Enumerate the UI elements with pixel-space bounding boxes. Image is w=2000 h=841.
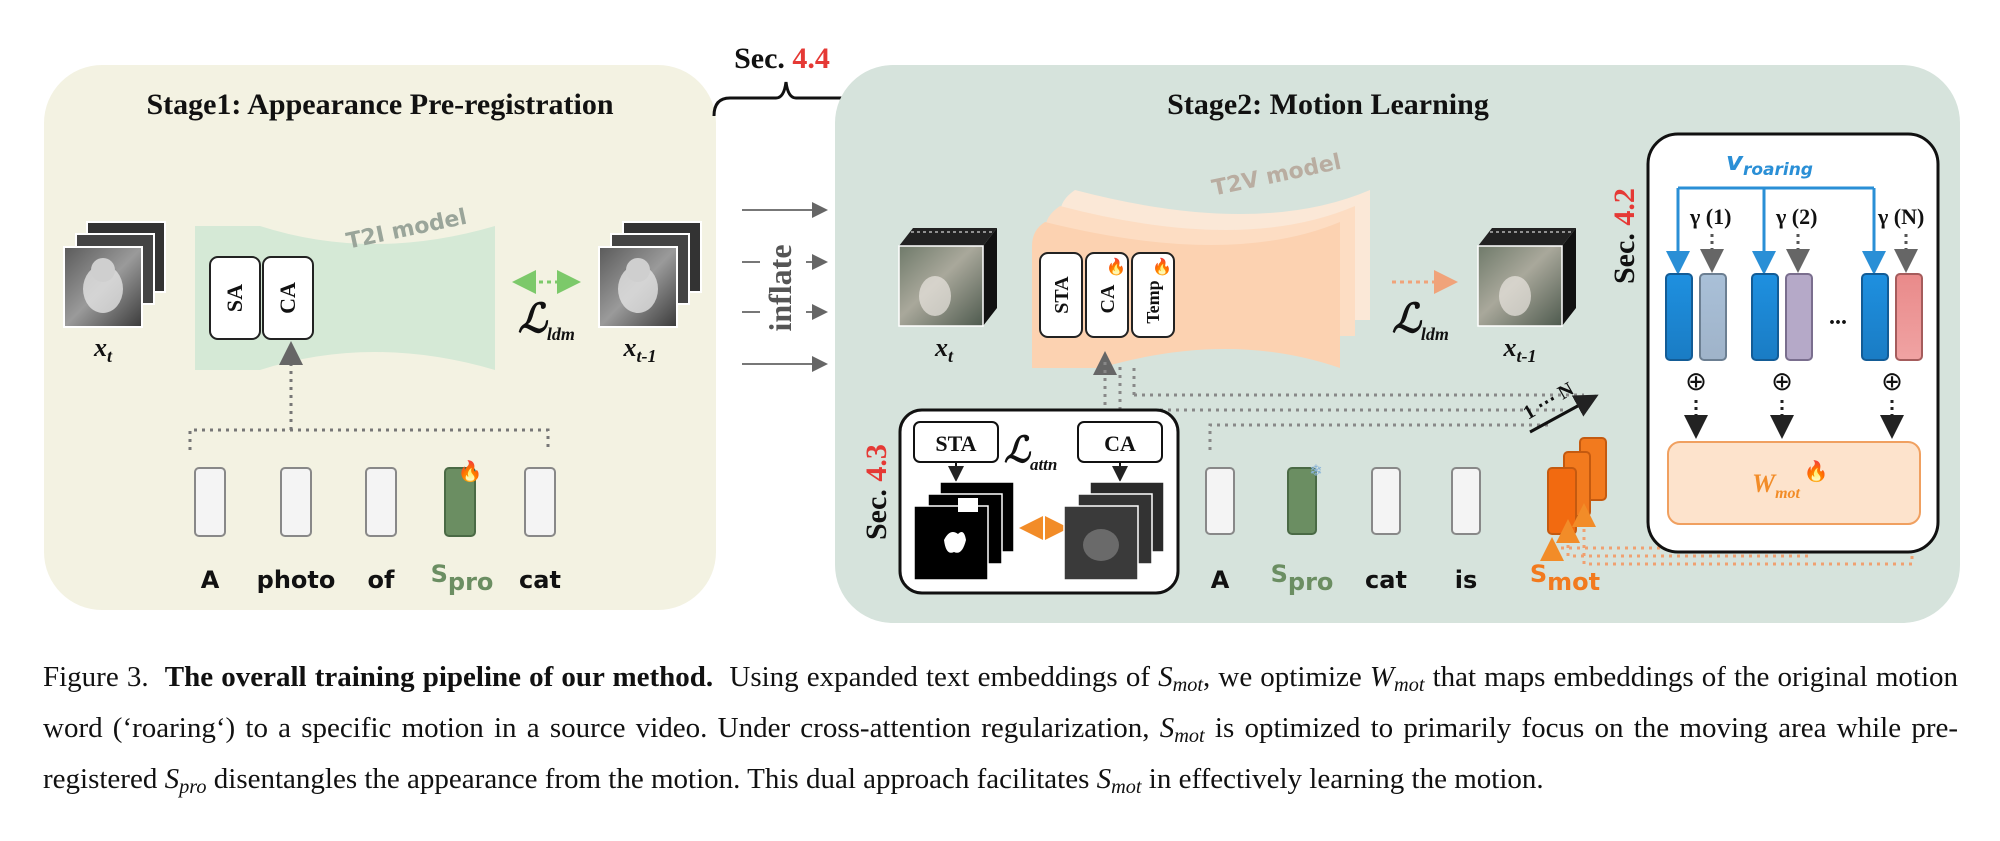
stage2-text-feed	[1093, 351, 1584, 450]
stage2-token-a: A	[1211, 566, 1230, 594]
temp-block-label: Temp	[1143, 280, 1163, 323]
inflate-label: inflate	[762, 244, 798, 331]
figure-diagram: Stage1: Appearance Pre-registration xt T…	[44, 42, 1960, 623]
oplus-1: ⊕	[1685, 367, 1707, 397]
stage1-token-a: A	[201, 566, 220, 594]
sta-block-label: STA	[1051, 276, 1073, 314]
stage1-token-of: of	[368, 566, 395, 594]
stage2-title: Stage2: Motion Learning	[1167, 88, 1489, 121]
oplus-2: ⊕	[1771, 367, 1793, 397]
wmot-label: Wmot	[1752, 469, 1801, 502]
ca2-block	[1085, 252, 1129, 338]
caption-smot-2: Smot	[1159, 712, 1205, 748]
stage1-title: Stage1: Appearance Pre-registration	[146, 88, 613, 121]
stage1-token-spro: Spro	[431, 560, 494, 596]
caption-wmot: Wmot	[1369, 661, 1425, 697]
caption-text-4: is optimized to primarily focus on the m…	[43, 712, 1959, 796]
caption-smot-1: Smot	[1158, 661, 1204, 697]
embedding-bars	[1665, 273, 1923, 361]
ca-attention-maps	[1063, 481, 1165, 581]
stage2-output-frames	[1477, 228, 1576, 327]
stage1-text-feed	[188, 341, 550, 450]
stage2-input-label: xt	[934, 333, 954, 366]
temp-block	[1131, 252, 1175, 338]
caption-text-2: , we optimize	[1203, 661, 1362, 693]
sec43-ca-label: CA	[1104, 431, 1136, 456]
stage2-output-label: xt-1	[1503, 333, 1537, 366]
sec43-sta-label: STA	[935, 431, 976, 456]
ellipsis-label: ...	[1829, 304, 1847, 330]
range-arrow	[1529, 394, 1599, 434]
v-roaring-label: vroaring	[1726, 147, 1813, 180]
stage1-input-frames	[63, 221, 166, 328]
caption-text-1: Using expanded text embeddings of	[729, 661, 1150, 693]
ca2-block-label: CA	[1097, 284, 1119, 313]
sec43-label: Sec. 4.3	[860, 444, 893, 540]
stage2-token-embeddings	[1205, 437, 1607, 535]
caption-text-3: that maps embeddings of the original mot…	[43, 661, 1959, 745]
gamma-n-label: γ (N)	[1877, 204, 1924, 229]
caption-text-5: disentangles the appearance from the mot…	[213, 763, 1090, 796]
ca-block-label: CA	[275, 282, 300, 314]
stage2-input-frames	[898, 228, 997, 327]
wmot-block	[1667, 441, 1921, 525]
stage1-token-cat: cat	[519, 566, 561, 594]
stage1-input-label: xt	[93, 333, 113, 366]
stage1-fire-icon: 🔥	[458, 459, 483, 483]
stage2-token-cat: cat	[1365, 566, 1407, 594]
sta-attention-maps	[913, 481, 1015, 581]
sec44-label: Sec. 4.4	[734, 42, 830, 75]
caption-figure-number: Figure 3.	[43, 661, 149, 693]
sec43-loss: ℒattn	[1004, 430, 1057, 474]
sec42-label: Sec. 4.2	[1608, 188, 1641, 284]
inflate-arrows	[742, 202, 828, 372]
sa-block	[209, 256, 261, 340]
stage1-output-label: xt-1	[623, 333, 657, 366]
ca-block	[262, 256, 314, 340]
oplus-arrows	[1684, 400, 1904, 439]
v-roaring-branches	[1666, 186, 1886, 275]
sta-block	[1039, 252, 1083, 338]
caption-title: The overall training pipeline of our met…	[164, 661, 714, 693]
oplus-3: ⊕	[1881, 367, 1903, 397]
ca2-fire-icon: 🔥	[1106, 257, 1126, 276]
snowflake-icon: ❄	[1309, 463, 1322, 480]
stage2-token-spro: Spro	[1271, 560, 1334, 596]
gamma-2-label: γ (2)	[1775, 204, 1817, 229]
gamma-1-label: γ (1)	[1689, 204, 1731, 229]
wmot-fire-icon: 🔥	[1804, 459, 1829, 483]
gamma-dots	[1700, 234, 1918, 273]
stage1-loss: ℒldm	[518, 296, 575, 344]
stage2-token-smot: Smot	[1530, 560, 1600, 596]
sa-block-label: SA	[222, 284, 247, 312]
stage2-token-is: is	[1455, 566, 1478, 594]
stage1-token-photo: photo	[257, 566, 336, 594]
stage1-output-frames	[598, 221, 702, 328]
caption-text-6: in effectively learning the motion.	[1148, 763, 1544, 796]
temp-fire-icon: 🔥	[1152, 257, 1172, 276]
figure-caption: Figure 3. The overall training pipeline …	[43, 656, 1958, 809]
caption-spro: Spro	[164, 763, 207, 799]
caption-smot-3: Smot	[1096, 763, 1142, 799]
stage2-loss: ℒldm	[1392, 296, 1449, 344]
stage1-token-embeddings	[194, 467, 556, 537]
